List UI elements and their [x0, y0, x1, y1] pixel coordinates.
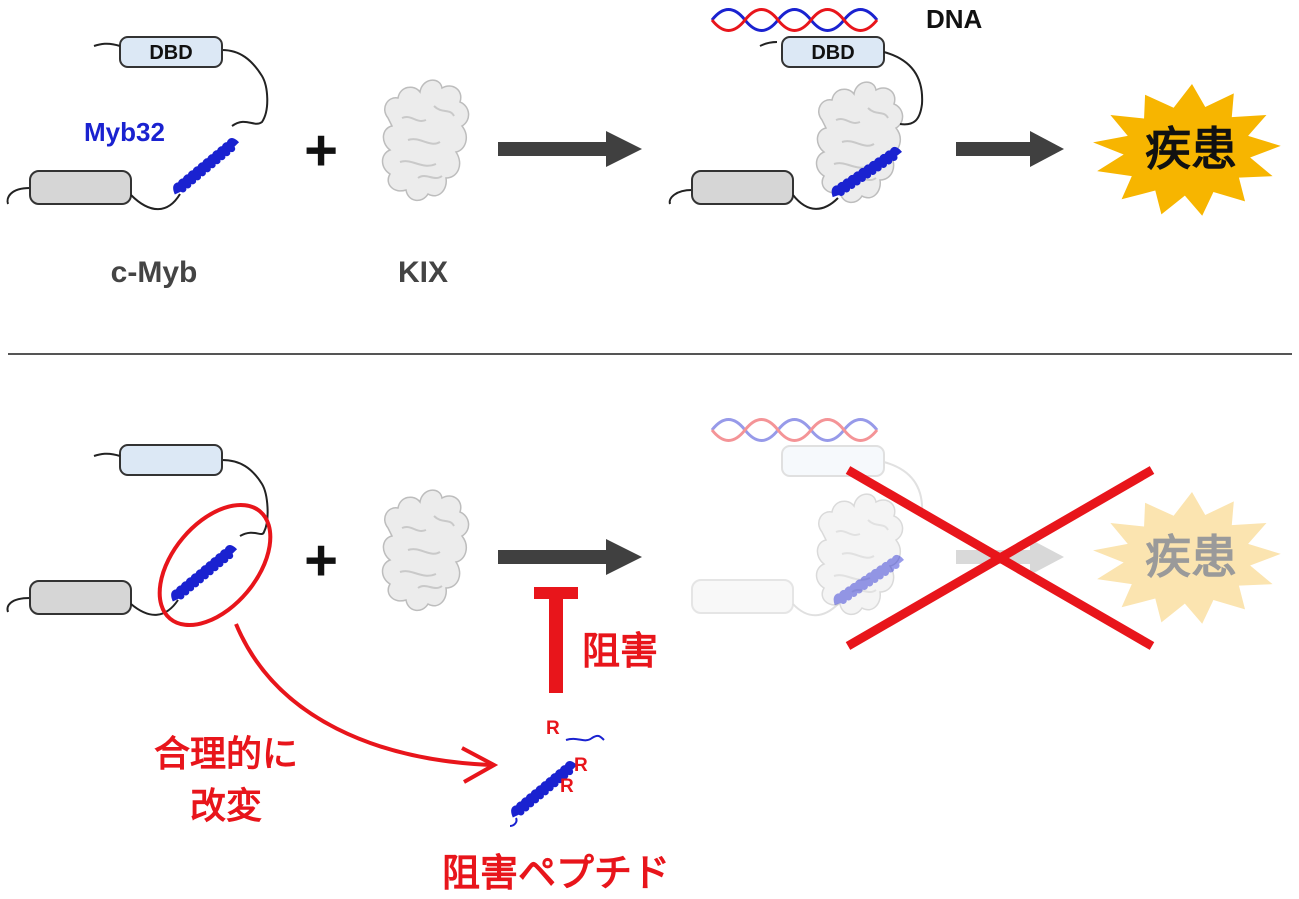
transactivation-domain-box: [29, 170, 132, 205]
cmyb-kix-complex-top: DNA DBD: [668, 4, 983, 211]
inhibitor-peptide: R R R: [510, 718, 605, 829]
myb32-helix-top: [174, 129, 236, 205]
arg-residue-1: R: [546, 718, 560, 739]
arrow-binding-top: [498, 131, 642, 167]
faded-complex-bottom: [710, 418, 879, 442]
plus-sign-top: +: [304, 118, 338, 183]
cmyb-label: c-Myb: [111, 256, 198, 289]
arrow-binding-bottom: [498, 539, 642, 575]
disease-label-bottom: 疾患: [1145, 530, 1237, 584]
inhibit-label: 阻害: [582, 629, 658, 673]
transactivation-domain-box-complex: [691, 170, 794, 205]
plus-sign-bottom: +: [304, 528, 338, 593]
dna-label: DNA: [926, 4, 983, 34]
arg-residue-2: R: [574, 755, 588, 776]
myb32-label: Myb32: [84, 117, 165, 147]
rational-label-line1: 合理的に: [154, 734, 298, 775]
myb32-highlight-ellipse: [157, 502, 273, 628]
inhibition-bar: [534, 587, 578, 693]
dbd-label-complex: DBD: [811, 42, 854, 64]
transactivation-domain-box-bottom: [29, 580, 132, 615]
top-panel: DBD Myb32 c-Myb + KIX DNA DBD: [6, 4, 1281, 289]
kix-protein-top: [381, 79, 470, 202]
cmyb-protein-top: DBD Myb32: [6, 36, 269, 210]
dbd-box-bottom: [119, 444, 223, 476]
kix-label: KIX: [398, 256, 448, 289]
inhibitor-peptide-label: 阻害ペプチド: [442, 851, 670, 895]
faded-kix: [815, 493, 904, 616]
arrow-disease-top: [956, 131, 1064, 167]
arg-residue-3: R: [560, 776, 574, 797]
rational-label-line2: 改変: [190, 785, 262, 827]
myb32-helix-bottom: [172, 536, 234, 612]
red-cross-mark: [845, 466, 1155, 650]
kix-protein-bottom: [381, 489, 470, 612]
dbd-box-top: [119, 36, 223, 68]
faded-complex-body: [691, 445, 924, 617]
dbd-label-top: DBD: [149, 42, 192, 64]
bottom-panel: + 阻害: [6, 418, 1281, 895]
rational-design-arrow: [234, 623, 499, 784]
disease-label-top: 疾患: [1145, 122, 1237, 176]
cmyb-protein-bottom: [6, 444, 273, 628]
dna-helix: [710, 8, 879, 32]
